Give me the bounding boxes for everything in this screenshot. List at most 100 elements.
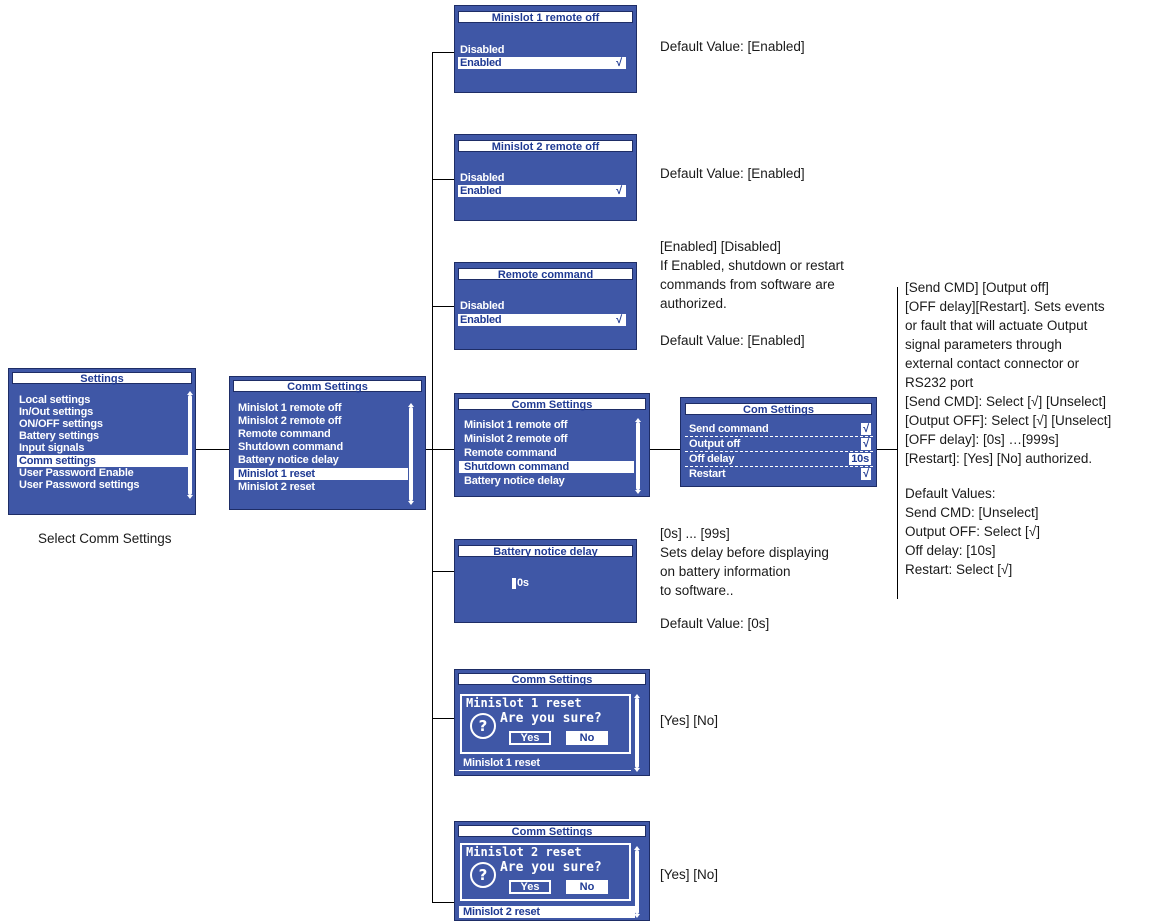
menu-item-ms1-reset[interactable]: Minislot 1 reset bbox=[234, 468, 408, 480]
ms2-remote-screen: Minislot 2 remote off Disabled Enabled √ bbox=[454, 134, 637, 221]
menu-item-shutdown-cmd[interactable]: Shutdown command bbox=[238, 441, 343, 453]
battery-default: Default Value: [0s] bbox=[660, 616, 770, 631]
confirm-dialog: Minislot 2 reset ? Are you sure? Yes No bbox=[460, 843, 631, 901]
bracket-line bbox=[897, 287, 898, 599]
branch-remote bbox=[432, 306, 454, 307]
dialog-question: Are you sure? bbox=[500, 860, 602, 875]
battery-desc-1: [0s] ... [99s] bbox=[660, 526, 730, 541]
option-disabled[interactable]: Disabled bbox=[460, 172, 505, 184]
no-button[interactable]: No bbox=[566, 880, 608, 894]
shutdown-desc-7: [Send CMD]: Select [√] [Unselect] bbox=[905, 394, 1106, 409]
menu-item-ms1-remote[interactable]: Minislot 1 remote off bbox=[464, 419, 568, 431]
dialog-header: Minislot 2 reset bbox=[466, 845, 582, 859]
param-label: Output off bbox=[689, 438, 741, 450]
settings-screen: Settings Local settings In/Out settings … bbox=[8, 368, 196, 515]
screen-title: Settings bbox=[12, 372, 192, 385]
menu-item-user-pw-enable[interactable]: User Password Enable bbox=[19, 467, 134, 479]
param-restart[interactable]: Restart √ bbox=[685, 468, 873, 480]
value-field: 10s bbox=[849, 453, 871, 465]
screen-title: Minislot 2 remote off bbox=[458, 140, 633, 153]
menu-item-ms2-reset[interactable]: Minislot 2 reset bbox=[238, 481, 315, 493]
menu-item-ms1-remote[interactable]: Minislot 1 remote off bbox=[238, 402, 342, 414]
remote-cmd-desc-1: [Enabled] [Disabled] bbox=[660, 239, 781, 254]
option-label: Enabled bbox=[460, 57, 502, 69]
param-off-delay[interactable]: Off delay 10s bbox=[685, 453, 873, 465]
ms2-reset-screen: Comm Settings Minislot 2 reset ? Are you… bbox=[454, 821, 650, 921]
yes-button[interactable]: Yes bbox=[509, 880, 551, 894]
option-enabled[interactable]: Enabled √ bbox=[458, 314, 626, 326]
shutdown-default-1: Default Values: bbox=[905, 486, 996, 501]
branch-ms1-reset bbox=[432, 718, 454, 719]
shutdown-desc-10: [Restart]: [Yes] [No] authorized. bbox=[905, 451, 1093, 466]
screen-title: Comm Settings bbox=[458, 673, 646, 686]
menu-item-battery-delay[interactable]: Battery notice delay bbox=[238, 454, 339, 466]
menu-item-ms2-remote[interactable]: Minislot 2 remote off bbox=[238, 415, 342, 427]
remote-cmd-default: Default Value: [Enabled] bbox=[660, 333, 805, 348]
option-disabled[interactable]: Disabled bbox=[460, 44, 505, 56]
branch-battery bbox=[432, 571, 454, 572]
scrollbar[interactable] bbox=[408, 403, 414, 505]
battery-desc-2: Sets delay before displaying bbox=[660, 545, 829, 560]
option-label: Enabled bbox=[460, 314, 502, 326]
battery-delay-screen: Battery notice delay 0s bbox=[454, 539, 637, 623]
param-label: Off delay bbox=[689, 453, 735, 465]
connector-comm-trunk bbox=[425, 449, 433, 450]
menu-item-battery[interactable]: Battery settings bbox=[19, 430, 99, 442]
scrollbar[interactable] bbox=[634, 694, 640, 772]
delay-value-field[interactable]: 0s bbox=[512, 577, 529, 589]
option-disabled[interactable]: Disabled bbox=[460, 300, 505, 312]
remote-cmd-desc-3: commands from software are bbox=[660, 277, 835, 292]
check-icon: √ bbox=[861, 423, 871, 435]
screen-title: Com Settings bbox=[685, 403, 872, 416]
battery-desc-3: on battery information bbox=[660, 564, 791, 579]
remote-command-screen: Remote command Disabled Enabled √ bbox=[454, 262, 637, 350]
ms1-reset-desc: [Yes] [No] bbox=[660, 713, 719, 728]
param-send-command[interactable]: Send command √ bbox=[685, 423, 873, 435]
branch-ms1 bbox=[432, 52, 454, 53]
scrollbar[interactable] bbox=[635, 418, 641, 494]
shutdown-default-2: Send CMD: [Unselect] bbox=[905, 505, 1039, 520]
menu-item-local[interactable]: Local settings bbox=[19, 394, 91, 406]
bottom-item[interactable]: Minislot 1 reset bbox=[463, 757, 540, 769]
param-output-off[interactable]: Output off √ bbox=[685, 438, 873, 450]
menu-item-shutdown-cmd[interactable]: Shutdown command bbox=[459, 461, 634, 473]
bottom-item[interactable]: Minislot 2 reset bbox=[459, 906, 635, 918]
option-enabled[interactable]: Enabled √ bbox=[458, 185, 626, 197]
menu-item-onoff[interactable]: ON/OFF settings bbox=[19, 418, 103, 430]
option-enabled[interactable]: Enabled √ bbox=[458, 57, 626, 69]
option-label: Enabled bbox=[460, 185, 502, 197]
ms1-remote-desc: Default Value: [Enabled] bbox=[660, 39, 805, 54]
menu-item-ms2-remote[interactable]: Minislot 2 remote off bbox=[464, 433, 568, 445]
ms2-remote-desc: Default Value: [Enabled] bbox=[660, 166, 805, 181]
cursor bbox=[512, 577, 516, 589]
shutdown-desc-1: [Send CMD] [Output off] bbox=[905, 280, 1049, 295]
shutdown-desc-9: [OFF delay]: [0s] …[999s] bbox=[905, 432, 1059, 447]
screen-title: Comm Settings bbox=[458, 398, 646, 411]
menu-item-input[interactable]: Input signals bbox=[19, 442, 85, 454]
shutdown-desc-6: RS232 port bbox=[905, 375, 974, 390]
check-icon: √ bbox=[861, 438, 871, 450]
branch-ms2 bbox=[432, 179, 454, 180]
screen-title: Minislot 1 remote off bbox=[458, 11, 633, 24]
yes-button[interactable]: Yes bbox=[509, 731, 551, 745]
screen-title: Comm Settings bbox=[233, 380, 422, 393]
menu-item-battery-delay[interactable]: Battery notice delay bbox=[464, 475, 565, 487]
ms1-remote-screen: Minislot 1 remote off Disabled Enabled √ bbox=[454, 5, 637, 93]
menu-item-remote-cmd[interactable]: Remote command bbox=[238, 428, 331, 440]
menu-item-comm[interactable]: Comm settings bbox=[17, 455, 189, 467]
check-icon: √ bbox=[616, 185, 622, 197]
no-button[interactable]: No bbox=[566, 731, 608, 745]
menu-item-inout[interactable]: In/Out settings bbox=[19, 406, 94, 418]
shutdown-desc-8: [Output OFF]: Select [√] [Unselect] bbox=[905, 413, 1112, 428]
shutdown-desc-3: or fault that will actuate Output bbox=[905, 318, 1088, 333]
branch-ms2-reset bbox=[432, 902, 454, 903]
param-label: Restart bbox=[689, 468, 726, 480]
param-label: Send command bbox=[689, 423, 769, 435]
menu-item-remote-cmd[interactable]: Remote command bbox=[464, 447, 557, 459]
caption-select-comm: Select Comm Settings bbox=[38, 531, 172, 546]
screen-title: Comm Settings bbox=[458, 825, 646, 838]
menu-item-user-pw-settings[interactable]: User Password settings bbox=[19, 479, 140, 491]
shutdown-desc-5: external contact connector or bbox=[905, 356, 1080, 371]
scrollbar[interactable] bbox=[187, 391, 193, 499]
scrollbar[interactable] bbox=[634, 846, 640, 918]
